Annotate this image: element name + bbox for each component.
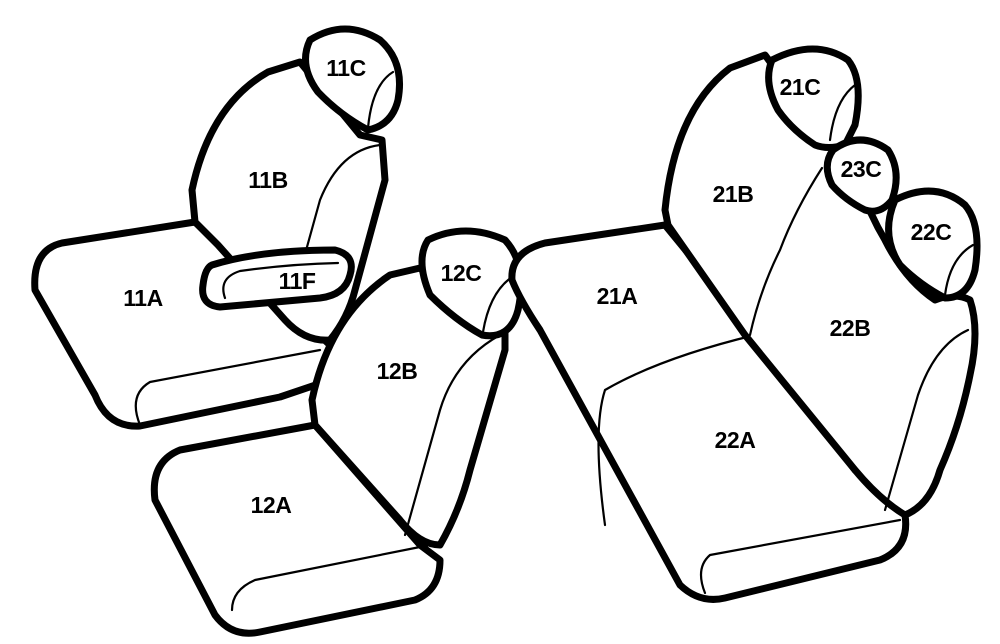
- part-22c-seam: [943, 243, 975, 297]
- label-22a: 22A: [715, 427, 756, 453]
- part-labels: 11C 11B 11F 11A 12C 12B 12A 21C 23C 21B …: [123, 55, 952, 518]
- part-23c-headrest[interactable]: [823, 136, 900, 215]
- label-21a: 21A: [597, 283, 638, 309]
- label-22c: 22C: [911, 219, 952, 245]
- rear-bench: [508, 45, 981, 603]
- part-11a-cushion[interactable]: [31, 218, 349, 430]
- part-12c-headrest[interactable]: [418, 227, 525, 340]
- part-12b-seam: [403, 333, 502, 537]
- part-22b-seam: [883, 328, 970, 512]
- label-22b: 22B: [830, 315, 871, 341]
- label-12c: 12C: [441, 260, 482, 286]
- part-22a-seam: [597, 333, 757, 527]
- part-12b-backrest[interactable]: [308, 264, 509, 549]
- part-22a-front-seam: [699, 518, 902, 595]
- label-11b: 11B: [248, 167, 287, 193]
- label-21b: 21B: [713, 181, 754, 207]
- part-11c-headrest[interactable]: [302, 25, 404, 134]
- part-12a-seam: [230, 543, 432, 612]
- label-11c: 11C: [326, 55, 365, 81]
- label-12b: 12B: [377, 358, 418, 384]
- seat-12: [150, 227, 525, 637]
- label-23c: 23C: [841, 156, 882, 182]
- part-21b-22b-divider: [748, 166, 824, 337]
- label-11f: 11F: [279, 268, 316, 294]
- seat-11: [31, 25, 404, 430]
- label-12a: 12A: [251, 492, 292, 518]
- label-11a: 11A: [123, 285, 162, 311]
- part-22c-headrest[interactable]: [885, 187, 981, 302]
- part-11a-seam: [134, 348, 322, 427]
- part-12a-cushion[interactable]: [150, 421, 444, 637]
- part-11c-seam: [366, 70, 395, 130]
- part-11f-seam: [222, 261, 340, 300]
- part-11b-seam: [300, 143, 382, 267]
- part-21c-seam: [828, 83, 857, 142]
- label-21c: 21C: [780, 74, 821, 100]
